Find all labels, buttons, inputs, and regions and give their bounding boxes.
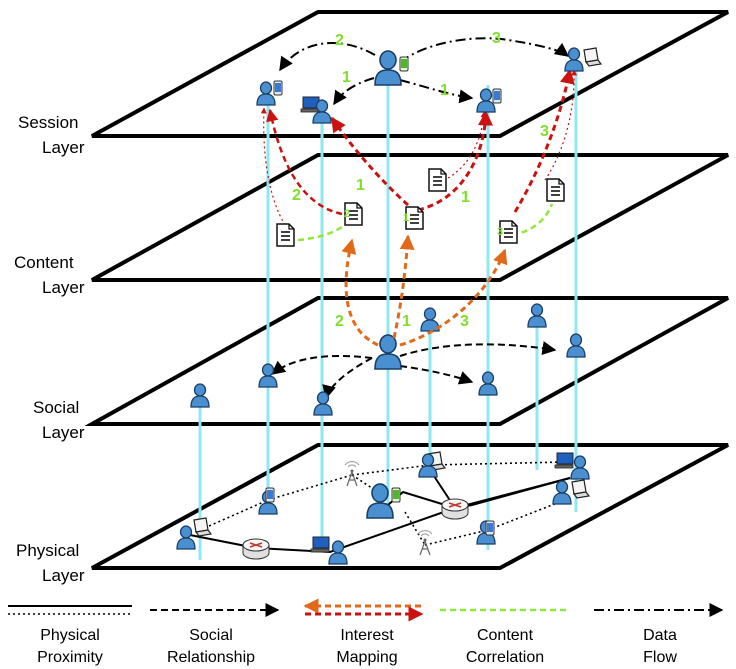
phone-icon — [273, 80, 283, 96]
phone-icon — [391, 487, 401, 503]
legend-label: Physical — [40, 627, 100, 644]
flow-number: 3 — [492, 30, 501, 47]
legend-label: Content — [477, 627, 534, 644]
physical-layer-plane — [91, 443, 729, 570]
phone-icon — [265, 487, 275, 503]
session-layer-label-line1: Session — [18, 113, 78, 132]
desktop-icon — [310, 536, 330, 553]
phone-icon — [492, 88, 502, 104]
flow-number: 1 — [440, 82, 449, 99]
flow-number: 2 — [335, 32, 344, 49]
legend-label: Flow — [643, 649, 677, 666]
flow-number: 3 — [540, 123, 549, 140]
flow-number: 3 — [460, 313, 469, 330]
interest-mapping-social-content — [341, 234, 508, 347]
content-layer-label-line1: Content — [14, 253, 74, 272]
interest-mapping-content-session — [260, 68, 578, 226]
document-icon — [276, 223, 295, 247]
social-layer-plane — [84, 296, 729, 426]
legend-label: Interest — [340, 627, 394, 644]
legend-label: Data — [643, 627, 677, 644]
flow-number: 1 — [342, 69, 351, 86]
session-layer-plane — [91, 10, 729, 138]
vertical-links — [198, 60, 578, 560]
flow-number: 1 — [461, 189, 470, 206]
legend-label: Mapping — [336, 649, 397, 666]
flow-numbers: 2 3 1 1 2 1 1 3 2 1 3 — [292, 30, 549, 330]
legend: Physical Proximity Social Relationship I… — [8, 598, 724, 666]
doc-number-label: 2 — [344, 208, 350, 220]
physical-layer-label-line2: Layer — [42, 566, 85, 585]
social-layer-label-line2: Layer — [42, 423, 85, 442]
session-layer-label-line2: Layer — [42, 138, 85, 157]
legend-content-correlation: Content Correlation — [440, 608, 566, 666]
phone-icon — [399, 56, 409, 72]
legend-interest-mapping: Interest Mapping — [303, 598, 424, 666]
flow-number: 2 — [335, 313, 344, 330]
layer-labels: Session Layer Content Layer Social Layer… — [14, 113, 85, 585]
social-layer-label-line1: Social — [33, 398, 79, 417]
content-layer-label-line2: Layer — [42, 278, 85, 297]
legend-label: Relationship — [167, 649, 255, 666]
legend-data-flow: Data Flow — [594, 603, 724, 666]
router-icon — [242, 538, 270, 560]
physical-layer-label-line1: Physical — [16, 541, 79, 560]
session-data-flow — [279, 37, 570, 106]
desktop-icon — [554, 452, 574, 469]
legend-physical-proximity: Physical Proximity — [8, 605, 132, 666]
phone-icon — [485, 520, 495, 536]
legend-social-relationship: Social Relationship — [150, 603, 280, 666]
doc-number-label: 1 — [403, 212, 409, 224]
document-icon — [546, 178, 565, 202]
flow-number: 2 — [292, 187, 301, 204]
flow-number: 1 — [402, 313, 411, 330]
document-icon — [428, 168, 447, 192]
doc-number-label: 3 — [497, 226, 503, 238]
legend-label: Correlation — [466, 649, 544, 666]
router-icon — [441, 498, 469, 520]
legend-label: Social — [189, 627, 233, 644]
legend-label: Proximity — [37, 649, 103, 666]
flow-number: 1 — [356, 177, 365, 194]
content-documents: 2 1 3 — [276, 168, 565, 247]
